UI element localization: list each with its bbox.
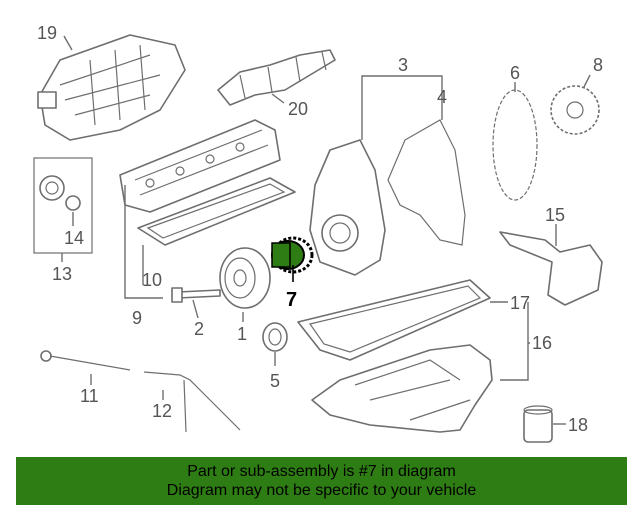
callout-13: 13: [52, 264, 72, 284]
callout-20: 20: [288, 99, 308, 119]
banner-line-disclaimer: Diagram may not be specific to your vehi…: [166, 482, 477, 499]
part-4-timing-cover-gasket: [387, 119, 466, 246]
part-15-oil-pump: [499, 231, 603, 306]
callout-6: 6: [510, 63, 520, 83]
part-13-oil-filler-cap-group: [33, 157, 93, 254]
callout-2: 2: [194, 319, 204, 339]
part-5-front-crank-seal: [262, 322, 288, 352]
part-2-balancer-bolt: [171, 287, 221, 303]
callout-5: 5: [270, 371, 280, 391]
callout-11: 11: [80, 386, 99, 406]
callout-15: 15: [545, 205, 565, 225]
part-7-crankshaft-sprocket-highlighted: [271, 236, 314, 282]
part-12-dipstick-tube: [143, 371, 241, 433]
callout-19: 19: [37, 23, 57, 43]
part-10-valve-cover-gasket: [137, 177, 296, 246]
part-11-oil-dipstick: [40, 350, 131, 371]
part-17-oil-pan-gasket: [297, 279, 491, 361]
part-20-exhaust-manifold: [217, 49, 336, 106]
callout-10: 10: [142, 270, 162, 290]
part-3-timing-cover: [309, 139, 386, 276]
callout-3: 3: [398, 55, 408, 75]
vehicle-fit-notice-banner: Part or sub-assembly is #7 in diagram Di…: [16, 457, 627, 505]
callout-7-highlighted: 7: [286, 289, 297, 311]
part-8-camshaft-sprocket: [550, 85, 600, 135]
engine-parts-diagram: 19 20 3 4 6 8 14 13 15 10 9 2 1 7 17 16 …: [33, 23, 603, 443]
part-1-harmonic-balancer: [219, 247, 271, 309]
callout-4: 4: [437, 87, 447, 107]
part-6-timing-chain: [492, 89, 538, 201]
callout-17: 17: [510, 293, 530, 313]
part-19-intake-manifold: [37, 34, 186, 141]
banner-line-part-number: Part or sub-assembly is #7 in diagram: [187, 463, 456, 480]
callout-8: 8: [593, 55, 603, 75]
callout-12: 12: [152, 401, 172, 421]
callout-9: 9: [132, 308, 142, 328]
callout-1: 1: [237, 324, 247, 344]
callout-16: 16: [532, 333, 552, 353]
callout-14: 14: [64, 228, 84, 248]
callout-18: 18: [568, 415, 588, 435]
part-18-oil-filter: [523, 405, 553, 443]
part-16-oil-pan: [311, 344, 493, 433]
